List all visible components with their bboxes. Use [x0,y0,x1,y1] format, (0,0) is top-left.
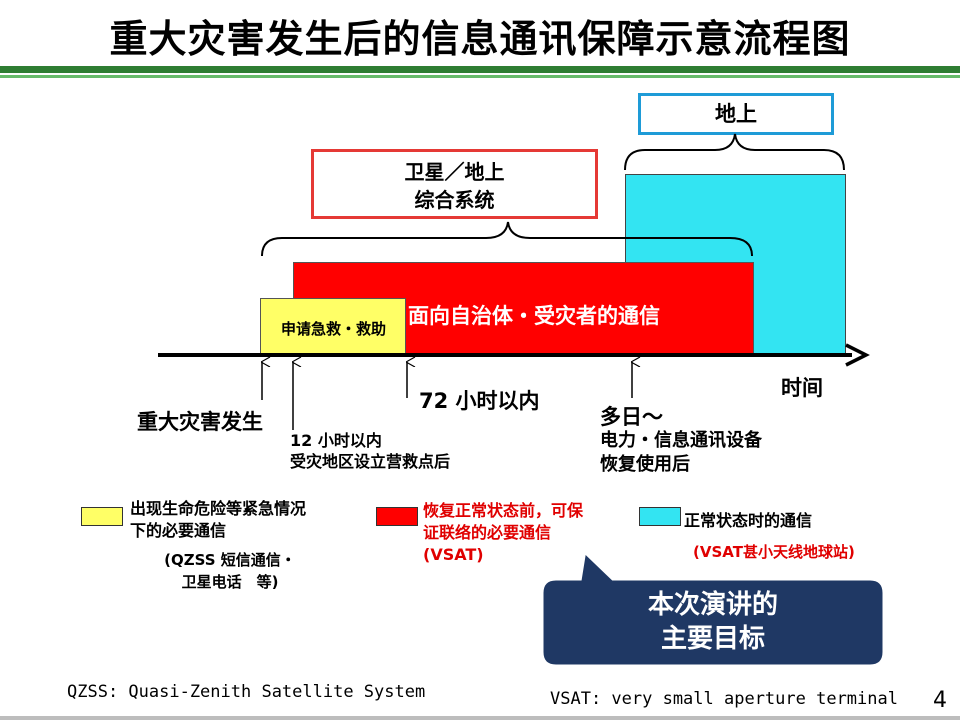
legend-red-line2: 证联络的必要通信 [423,523,552,542]
callout-line1: 本次演讲的 [647,590,778,620]
legend-yellow-text: 出现生命危险等紧急情况 下的必要通信 [130,498,306,542]
vsat-footnote: VSAT: very small aperture terminal [550,689,898,709]
page-number: 4 [933,688,947,713]
page-title: 重大灾害发生后的信息通讯保障示意流程图 [109,17,851,61]
callout-line2: 主要目标 [660,624,765,654]
legend-swatch-red [376,507,418,526]
legend-yellow-note-line1: (QZSS 短信通信・ [164,551,296,569]
legend-yellow-line2: 下的必要通信 [130,521,227,540]
legend-swatch-yellow [81,507,123,526]
legend-swatch-cyan [639,507,681,526]
event-72h-label: 72 小时以内 [419,389,540,413]
emergency-rescue-label: 申请急救・救助 [280,320,386,338]
satellite-range-brace [261,221,753,257]
ground-system-box: 地上 [638,93,834,135]
time-axis-label: 时间 [781,376,823,400]
event-12h-line2: 受灾地区设立营救点后 [290,452,451,471]
legend-red-text: 恢复正常状态前，可保 证联络的必要通信 (VSAT) [423,500,583,566]
satellite-system-line1: 卫星／地上 [404,160,505,184]
callout-text: 本次演讲的 主要目标 [544,588,882,656]
legend-red-note: (VSAT) [423,545,484,564]
event-12h-line1: 12 小时以内 [290,431,382,450]
callout-bubble [543,554,883,665]
event-12h-label: 12 小时以内 受灾地区设立营救点后 [290,430,450,472]
ground-range-brace [624,133,845,171]
legend-yellow-note: (QZSS 短信通信・ 卫星电话 等) [150,549,310,593]
event-days-label: 多日〜 电力・信息通讯设备 恢复使用后 [600,405,762,477]
legend-cyan-note: (VSAT甚小天线地球站) [693,543,855,561]
event-days-line3: 恢复使用后 [600,454,690,475]
satellite-system-box: 卫星／地上 综合系统 [311,149,598,219]
footer-divider [0,716,960,720]
event-days-line1: 多日〜 [600,405,663,429]
qzss-footnote: QZSS: Quasi-Zenith Satellite System [67,682,426,702]
event-disaster-label: 重大灾害发生 [137,410,263,434]
legend-cyan-text: 正常状态时的通信 [684,511,813,530]
municipality-communication-label: 面向自治体・受灾者的通信 [408,304,660,328]
header-divider [0,66,960,73]
legend-red-line1: 恢复正常状态前，可保 [423,501,584,520]
time-axis-arrowhead [845,343,870,367]
legend-yellow-line1: 出现生命危险等紧急情况 [130,499,307,518]
emergency-rescue-area [260,298,406,355]
satellite-system-line2: 综合系统 [414,188,495,212]
header-divider-light [0,75,960,78]
legend-yellow-note-line2: 卫星电话 等) [181,573,279,591]
event-days-line2: 电力・信息通讯设备 [600,430,762,451]
